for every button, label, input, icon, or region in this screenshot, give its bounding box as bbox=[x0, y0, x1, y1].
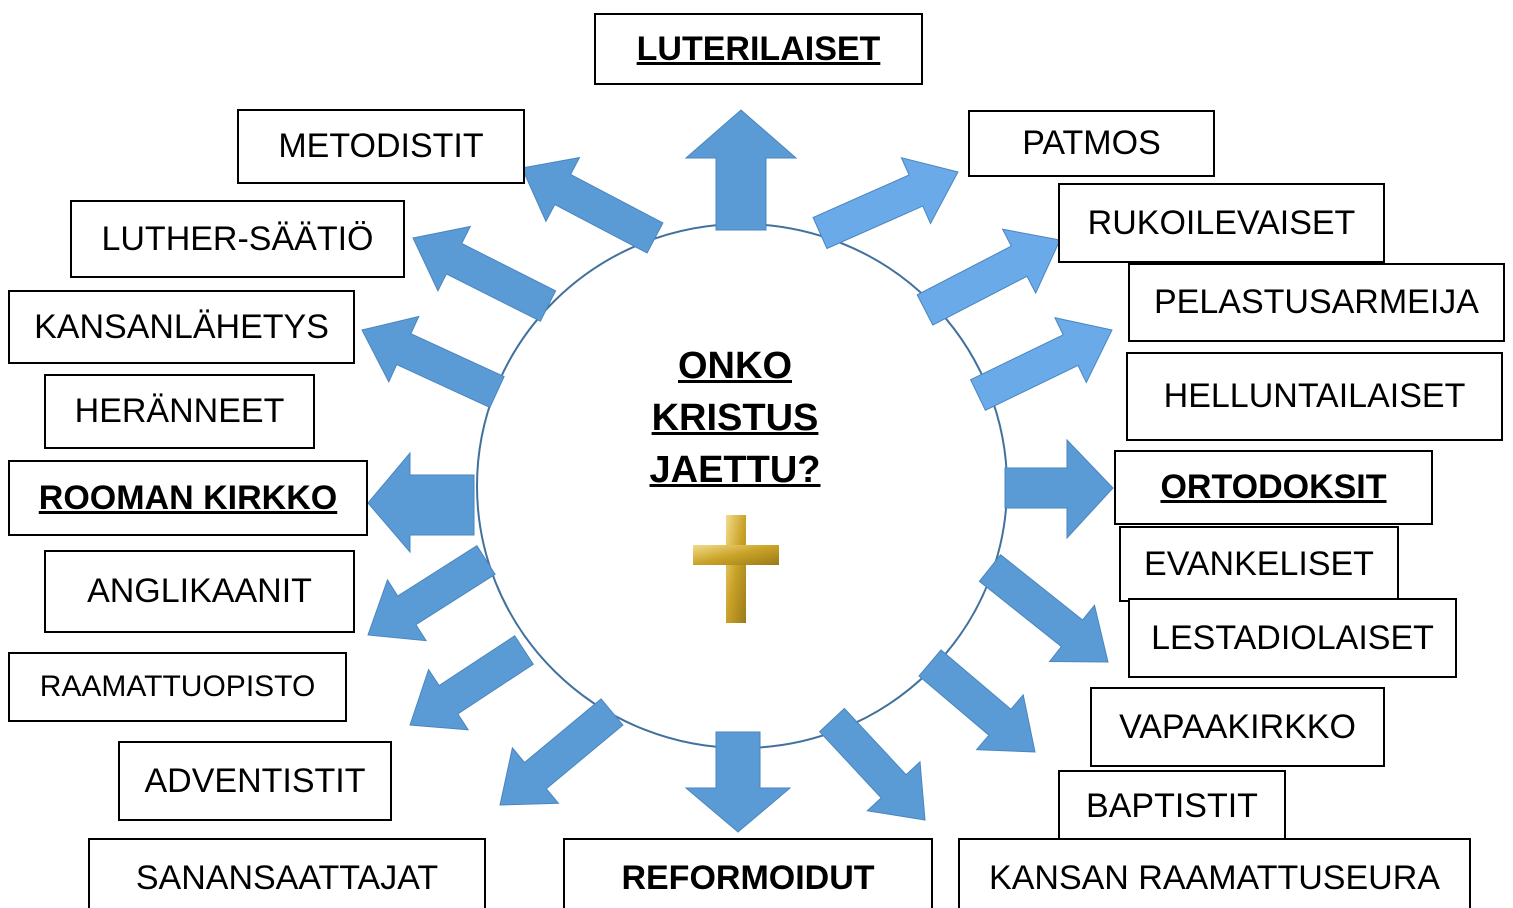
arrow-adventistit bbox=[499, 698, 624, 806]
arrow-down-reformoidut bbox=[684, 731, 792, 833]
box-pelastusarmeija: PELASTUSARMEIJA bbox=[1128, 263, 1505, 342]
box-lestadiolaiset: LESTADIOLAISET bbox=[1128, 598, 1457, 678]
box-sanansaattajat: SANANSAATTAJAT bbox=[88, 838, 486, 908]
box-anglikaanit: ANGLIKAANIT bbox=[44, 550, 355, 633]
box-kansanlahetys: KANSANLÄHETYS bbox=[8, 290, 355, 364]
arrow-up-luterilaiset bbox=[684, 109, 798, 231]
arrow-anglikaanit bbox=[367, 545, 496, 642]
arrow-helluntailaiset bbox=[969, 316, 1113, 411]
center-line-1: ONKO bbox=[678, 345, 792, 387]
box-kansan-raamattuseura: KANSAN RAAMATTUSEURA bbox=[958, 838, 1471, 908]
box-raamattuopisto: RAAMATTUOPISTO bbox=[8, 652, 347, 722]
diagonal-arrows bbox=[361, 156, 1113, 821]
arrow-left-rooman-kirkko bbox=[367, 451, 475, 554]
box-heranneet: HERÄNNEET bbox=[44, 374, 315, 449]
box-patmos: PATMOS bbox=[968, 110, 1215, 177]
center-line-3: JAETTU? bbox=[649, 449, 821, 491]
box-helluntailaiset: HELLUNTAILAISET bbox=[1126, 352, 1503, 441]
box-reformoidut: REFORMOIDUT bbox=[563, 838, 933, 908]
box-luther-saatio: LUTHER-SÄÄTIÖ bbox=[70, 200, 405, 278]
box-rooman-kirkko: ROOMAN KIRKKO bbox=[8, 460, 368, 536]
arrow-raamattuopisto bbox=[409, 635, 534, 731]
arrow-lestadiolaiset bbox=[978, 553, 1109, 663]
box-rukoilevaiset: RUKOILEVAISET bbox=[1058, 183, 1385, 263]
box-metodistit: METODISTIT bbox=[237, 109, 525, 184]
arrow-right-ortodoksit bbox=[1004, 438, 1114, 540]
arrow-patmos bbox=[812, 156, 959, 250]
arrow-kansan-raamattu bbox=[818, 707, 926, 821]
arrow-vapaakirkko bbox=[918, 649, 1036, 753]
box-baptistit: BAPTISTIT bbox=[1058, 770, 1286, 842]
center-question: ONKO KRISTUS JAETTU? bbox=[590, 340, 880, 496]
box-adventistit: ADVENTISTIT bbox=[118, 741, 392, 821]
box-ortodoksit: ORTODOKSIT bbox=[1114, 450, 1433, 525]
arrow-kansanlahetys bbox=[361, 315, 505, 409]
arrow-rukoilevaiset bbox=[916, 228, 1061, 326]
box-luterilaiset: LUTERILAISET bbox=[594, 13, 923, 85]
arrow-metodistit bbox=[521, 156, 664, 254]
cross-icon bbox=[693, 515, 779, 623]
center-line-2: KRISTUS bbox=[651, 397, 819, 439]
arrow-luther-saatio bbox=[412, 225, 557, 322]
box-evankeliset: EVANKELISET bbox=[1119, 526, 1399, 602]
box-vapaakirkko: VAPAAKIRKKO bbox=[1090, 687, 1385, 767]
